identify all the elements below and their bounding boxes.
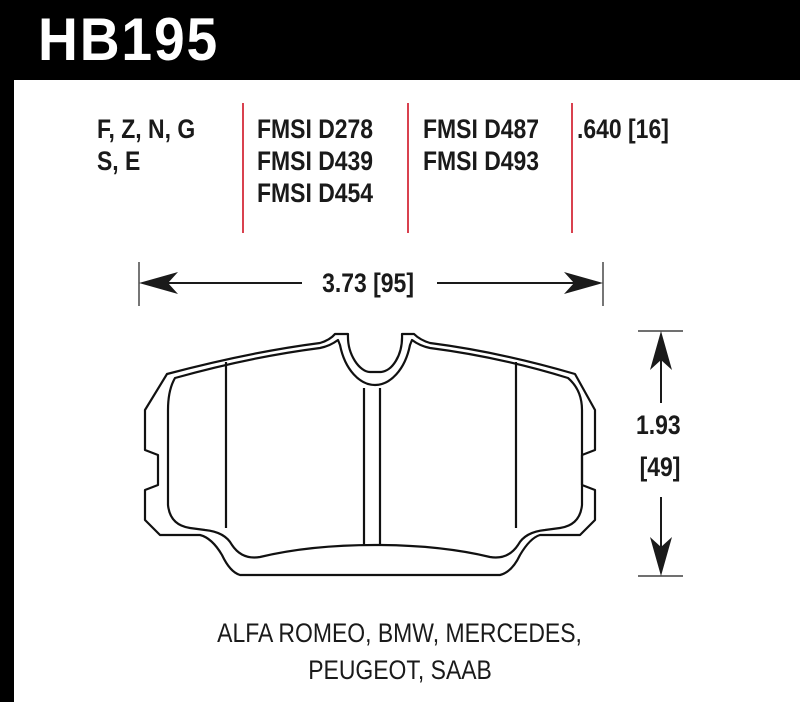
fmsi-number: FMSI D454 [257,178,374,208]
pad-outline [143,332,597,577]
height-dimension-mm: [49] [639,452,681,482]
thickness-text: .640 [16] [577,114,669,144]
compound-line: F, Z, N, G [97,114,196,144]
vehicle-makes-line-2: PEUGEOT, SAAB [0,652,800,688]
red-divider [242,103,244,233]
height-dimension-arrow [638,330,683,577]
thickness-value: .640 [16] [577,113,669,145]
fmsi-column-1: FMSI D278 FMSI D439 FMSI D454 [257,113,373,209]
left-border-bar [0,0,14,702]
fmsi-number: FMSI D439 [257,146,374,176]
height-dimension-inches: 1.93 [635,410,681,440]
fmsi-number: FMSI D493 [423,146,540,176]
fmsi-number: FMSI D278 [257,114,374,144]
fmsi-number: FMSI D487 [423,114,540,144]
header-bar [0,0,800,80]
vehicle-makes-text: PEUGEOT, SAAB [308,655,492,685]
compound-list: F, Z, N, G S, E [97,113,195,177]
fmsi-column-2: FMSI D487 FMSI D493 [423,113,539,177]
width-dimension-label: 3.73 [95] [322,268,414,298]
compound-line: S, E [97,146,141,176]
vehicle-makes-text: ALFA ROMEO, BMW, MERCEDES, [217,618,583,648]
vehicle-makes-line-1: ALFA ROMEO, BMW, MERCEDES, [0,615,800,651]
width-dimension-arrow [138,262,604,306]
red-divider [571,103,573,233]
part-number-title: HB195 [38,6,220,73]
red-divider [407,103,409,233]
